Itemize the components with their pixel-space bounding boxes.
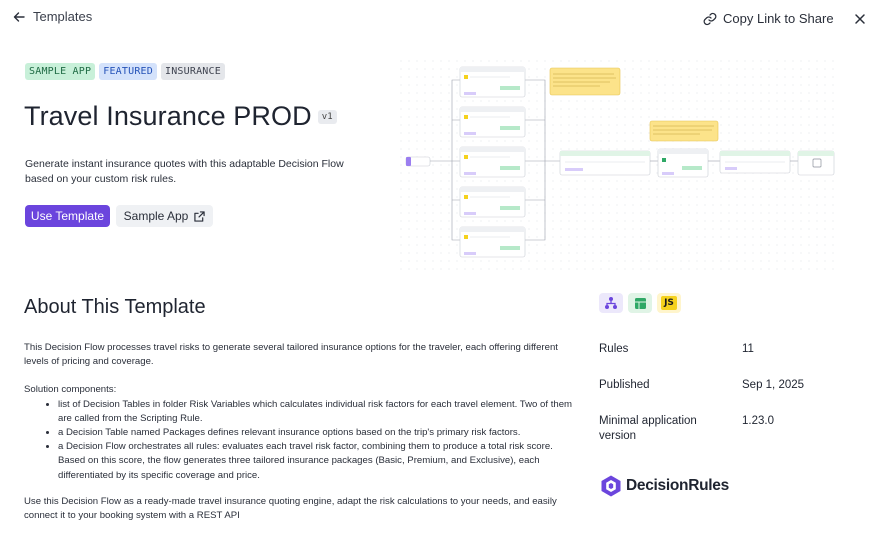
list-item: a Decision Table named Packages defines … xyxy=(58,426,576,440)
javascript-icon: JS xyxy=(657,293,681,313)
use-template-button[interactable]: Use Template xyxy=(25,205,110,227)
back-label: Templates xyxy=(33,9,93,24)
decision-flow-icon xyxy=(599,293,623,313)
components-list: list of Decision Tables in folder Risk V… xyxy=(24,398,576,483)
tag-insurance: INSURANCE xyxy=(160,63,225,80)
link-icon xyxy=(703,12,717,25)
min-version-label-line2: version xyxy=(599,430,637,442)
published-label: Published xyxy=(599,379,650,391)
min-version-label: Minimal application version xyxy=(599,415,697,442)
copy-link-label: Copy Link to Share xyxy=(723,11,834,26)
decision-table-icon xyxy=(628,293,652,313)
close-icon[interactable] xyxy=(853,12,867,26)
min-version-label-line1: Minimal application xyxy=(599,415,697,427)
components-heading: Solution components: xyxy=(24,384,117,396)
template-title-text: Travel Insurance PROD xyxy=(24,101,312,131)
rule-type-icons: JS xyxy=(599,293,681,313)
external-link-icon xyxy=(194,210,206,222)
tag-sample-app: SAMPLE APP xyxy=(25,63,96,80)
sample-app-label: Sample App xyxy=(123,209,189,223)
sample-app-button[interactable]: Sample App xyxy=(116,205,213,227)
brand-logo: DecisionRules xyxy=(599,474,729,498)
min-version-value: 1.23.0 xyxy=(742,415,774,427)
copy-link-button[interactable]: Copy Link to Share xyxy=(703,11,834,26)
arrow-left-icon xyxy=(13,11,25,22)
about-heading: About This Template xyxy=(24,296,206,318)
about-intro: This Decision Flow processes travel risk… xyxy=(24,342,558,368)
published-value: Sep 1, 2025 xyxy=(742,379,805,391)
rules-label: Rules xyxy=(599,343,629,355)
template-description: Generate instant insurance quotes with t… xyxy=(25,158,344,185)
version-badge: v1 xyxy=(317,109,337,124)
decision-flow-preview xyxy=(400,60,840,270)
about-outro: Use this Decision Flow as a ready-made t… xyxy=(24,495,557,522)
javascript-label: JS xyxy=(661,296,677,310)
decisionrules-logo-icon xyxy=(601,475,621,497)
template-title: Travel Insurance PROD v1 xyxy=(24,101,337,132)
top-bar: Templates Copy Link to Share xyxy=(0,0,879,40)
list-item: list of Decision Tables in folder Risk V… xyxy=(58,398,576,426)
brand-name: DecisionRules xyxy=(626,477,729,494)
rules-value: 11 xyxy=(742,343,754,355)
tag-list: SAMPLE APP FEATURED INSURANCE xyxy=(25,63,225,80)
list-item: a Decision Flow orchestrates all rules: … xyxy=(58,440,576,483)
back-to-templates-link[interactable]: Templates xyxy=(13,9,92,24)
tag-featured: FEATURED xyxy=(99,63,157,80)
about-body: This Decision Flow processes travel risk… xyxy=(24,341,576,537)
